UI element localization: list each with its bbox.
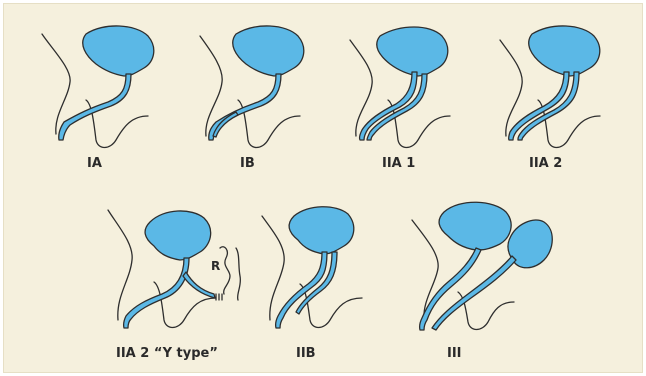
diagram-label-iia1: IIA 1: [382, 156, 415, 171]
bladder: [145, 211, 211, 260]
bladder: [289, 207, 354, 254]
diagram-iii: [412, 202, 552, 330]
diagram-iia2: [500, 26, 600, 148]
duct-y-branch: [183, 272, 215, 298]
diagram-ib: [200, 26, 304, 148]
diagram-label-iib: IIB: [296, 346, 316, 361]
diagram-iia2-y-type: [108, 210, 240, 328]
body-contour: [154, 282, 216, 328]
fistula-ticks: [216, 294, 222, 300]
duct-channel: [420, 248, 481, 330]
duct-channel: [124, 258, 189, 328]
body-contour: [300, 284, 362, 328]
rectum-contour: [236, 248, 240, 300]
figure-drawing: [4, 4, 642, 372]
diagram-label-iii: III: [447, 346, 462, 361]
rectum-contour: [220, 247, 230, 294]
bladder: [529, 26, 600, 76]
bladder: [83, 26, 154, 76]
body-contour: [262, 216, 284, 320]
body-contour: [42, 34, 70, 134]
bladder: [233, 26, 304, 76]
body-contour: [108, 210, 132, 320]
bladder: [439, 202, 511, 250]
diagram-label-iia2: IIA 2: [529, 156, 562, 171]
rectum-label: R: [211, 259, 220, 273]
diagram-label-ia: IA: [87, 156, 102, 171]
diagram-label-ib: IB: [240, 156, 255, 171]
diagram-ia: [42, 26, 154, 148]
diagram-iia1: [350, 27, 450, 148]
diagram-label-iia2-y-type: IIA 2 “Y type”: [116, 346, 218, 361]
bladder: [377, 27, 448, 76]
diagram-iib: [262, 207, 362, 328]
figure-panel: IA IB IIA 1 IIA 2 IIA 2 “Y type” IIB III…: [3, 3, 643, 373]
